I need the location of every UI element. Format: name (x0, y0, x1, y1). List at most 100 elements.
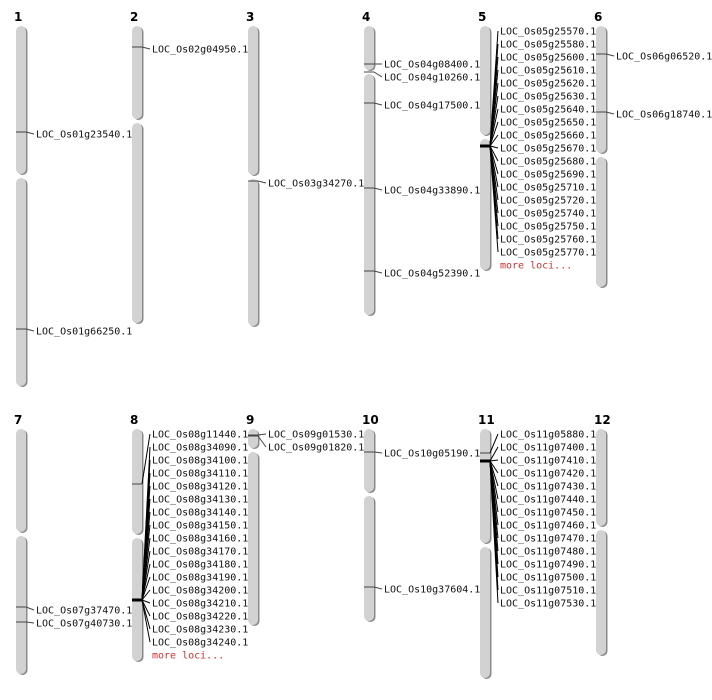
locus-connector (141, 599, 151, 643)
chromosome-8[interactable]: 8LOC_Os08g11440.1LOC_Os08g34090.1LOC_Os0… (130, 413, 248, 662)
locus-label[interactable]: LOC_Os04g08400.1 (384, 60, 480, 71)
chromosome-p-arm (16, 26, 26, 174)
locus-label[interactable]: LOC_Os06g18740.1 (616, 110, 712, 121)
locus-label[interactable]: LOC_Os01g66250.1 (36, 327, 132, 338)
locus-label[interactable]: LOC_Os05g25690.1 (500, 170, 596, 181)
locus-label[interactable]: LOC_Os05g25620.1 (500, 79, 596, 90)
locus-label[interactable]: LOC_Os08g34120.1 (152, 482, 248, 493)
chromosome-p-arm (248, 429, 258, 448)
chromosome-number: 10 (362, 413, 379, 427)
locus-label[interactable]: LOC_Os08g34210.1 (152, 599, 248, 610)
locus-label[interactable]: LOC_Os11g07470.1 (500, 534, 596, 545)
chromosome-p-arm (596, 429, 606, 526)
locus-label[interactable]: LOC_Os10g37604.1 (384, 585, 480, 596)
locus-label[interactable]: LOC_Os04g52390.1 (384, 269, 480, 280)
locus-label[interactable]: LOC_Os08g34110.1 (152, 469, 248, 480)
chromosome-number: 1 (14, 10, 22, 24)
locus-label[interactable]: LOC_Os05g25660.1 (500, 131, 596, 142)
locus-label[interactable]: LOC_Os03g34270.1 (268, 179, 364, 190)
locus-label[interactable]: LOC_Os05g25680.1 (500, 157, 596, 168)
locus-label[interactable]: LOC_Os05g25580.1 (500, 40, 596, 51)
locus-label[interactable]: LOC_Os05g25640.1 (500, 105, 596, 116)
locus-label[interactable]: LOC_Os05g25720.1 (500, 196, 596, 207)
locus-label[interactable]: LOC_Os05g25650.1 (500, 118, 596, 129)
locus-label[interactable]: LOC_Os06g06520.1 (616, 52, 712, 63)
locus-label[interactable]: LOC_Os05g25740.1 (500, 209, 596, 220)
locus-label[interactable]: LOC_Os05g25600.1 (500, 53, 596, 64)
locus-label[interactable]: LOC_Os08g34230.1 (152, 625, 248, 636)
chromosome-12[interactable]: 12 (594, 413, 611, 656)
chromosome-p-arm (480, 429, 490, 543)
locus-label[interactable]: LOC_Os08g34090.1 (152, 443, 248, 454)
locus-label[interactable]: LOC_Os11g07460.1 (500, 521, 596, 532)
locus-label[interactable]: LOC_Os08g11440.1 (152, 430, 248, 441)
locus-label[interactable]: LOC_Os08g34150.1 (152, 521, 248, 532)
locus-label[interactable]: LOC_Os04g17500.1 (384, 101, 480, 112)
locus-label[interactable]: LOC_Os08g34180.1 (152, 560, 248, 571)
locus-label[interactable]: LOC_Os05g25630.1 (500, 92, 596, 103)
chromosome-number: 4 (362, 10, 370, 24)
locus-connector (25, 606, 35, 611)
locus-label[interactable]: LOC_Os08g34100.1 (152, 456, 248, 467)
locus-label[interactable]: LOC_Os11g05880.1 (500, 430, 596, 441)
locus-connector (489, 134, 499, 147)
locus-label[interactable]: LOC_Os11g07490.1 (500, 560, 596, 571)
locus-label[interactable]: LOC_Os09g01530.1 (268, 430, 364, 441)
locus-label[interactable]: LOC_Os05g25610.1 (500, 66, 596, 77)
locus-label[interactable]: LOC_Os08g34190.1 (152, 573, 248, 584)
chromosome-p-arm (596, 26, 606, 153)
chromosome-number: 11 (478, 413, 495, 427)
locus-connector (489, 145, 499, 253)
more-loci-link[interactable]: more loci... (152, 651, 224, 662)
locus-label[interactable]: LOC_Os05g25770.1 (500, 248, 596, 259)
locus-connector (489, 121, 499, 147)
chromosome-11[interactable]: 11LOC_Os11g05880.1LOC_Os11g07400.1LOC_Os… (478, 413, 596, 679)
locus-label[interactable]: LOC_Os05g25760.1 (500, 235, 596, 246)
locus-label[interactable]: LOC_Os08g34170.1 (152, 547, 248, 558)
chromosome-5[interactable]: 5LOC_Os05g25570.1LOC_Os05g25580.1LOC_Os0… (478, 10, 596, 272)
chromosome-4[interactable]: 4LOC_Os04g08400.1LOC_Os04g10260.1LOC_Os0… (362, 10, 480, 316)
locus-label[interactable]: LOC_Os11g07500.1 (500, 573, 596, 584)
locus-label[interactable]: LOC_Os08g34160.1 (152, 534, 248, 545)
locus-label[interactable]: LOC_Os07g40730.1 (36, 619, 132, 630)
locus-label[interactable]: LOC_Os08g34130.1 (152, 495, 248, 506)
chromosome-q-arm (480, 139, 490, 270)
locus-label[interactable]: LOC_Os11g07530.1 (500, 599, 596, 610)
locus-label[interactable]: LOC_Os11g07510.1 (500, 586, 596, 597)
locus-label[interactable]: LOC_Os08g34240.1 (152, 638, 248, 649)
locus-label[interactable]: LOC_Os07g37470.1 (36, 606, 132, 617)
locus-label[interactable]: LOC_Os01g23540.1 (36, 130, 132, 141)
chromosome-p-arm (248, 26, 258, 175)
locus-label[interactable]: LOC_Os11g07430.1 (500, 482, 596, 493)
locus-connector (489, 145, 499, 162)
locus-connector (373, 586, 383, 590)
locus-connector (141, 576, 151, 601)
locus-label[interactable]: LOC_Os11g07420.1 (500, 469, 596, 480)
locus-label[interactable]: LOC_Os08g34140.1 (152, 508, 248, 519)
locus-label[interactable]: LOC_Os10g05190.1 (384, 449, 480, 460)
locus-label[interactable]: LOC_Os05g25710.1 (500, 183, 596, 194)
locus-label[interactable]: LOC_Os08g34220.1 (152, 612, 248, 623)
locus-label[interactable]: LOC_Os04g10260.1 (384, 73, 480, 84)
locus-label[interactable]: LOC_Os11g07410.1 (500, 456, 596, 467)
locus-label[interactable]: LOC_Os05g25570.1 (500, 27, 596, 38)
locus-label[interactable]: LOC_Os08g34200.1 (152, 586, 248, 597)
locus-label[interactable]: LOC_Os11g07450.1 (500, 508, 596, 519)
locus-label[interactable]: LOC_Os11g07440.1 (500, 495, 596, 506)
locus-label[interactable]: LOC_Os09g01820.1 (268, 443, 364, 454)
locus-label[interactable]: LOC_Os11g07480.1 (500, 547, 596, 558)
locus-label[interactable]: LOC_Os05g25670.1 (500, 144, 596, 155)
locus-label[interactable]: LOC_Os05g25750.1 (500, 222, 596, 233)
more-loci-link[interactable]: more loci... (500, 261, 572, 272)
locus-label[interactable]: LOC_Os11g07400.1 (500, 443, 596, 454)
locus-label[interactable]: LOC_Os04g33890.1 (384, 186, 480, 197)
locus-label[interactable]: LOC_Os02g04950.1 (152, 45, 248, 56)
